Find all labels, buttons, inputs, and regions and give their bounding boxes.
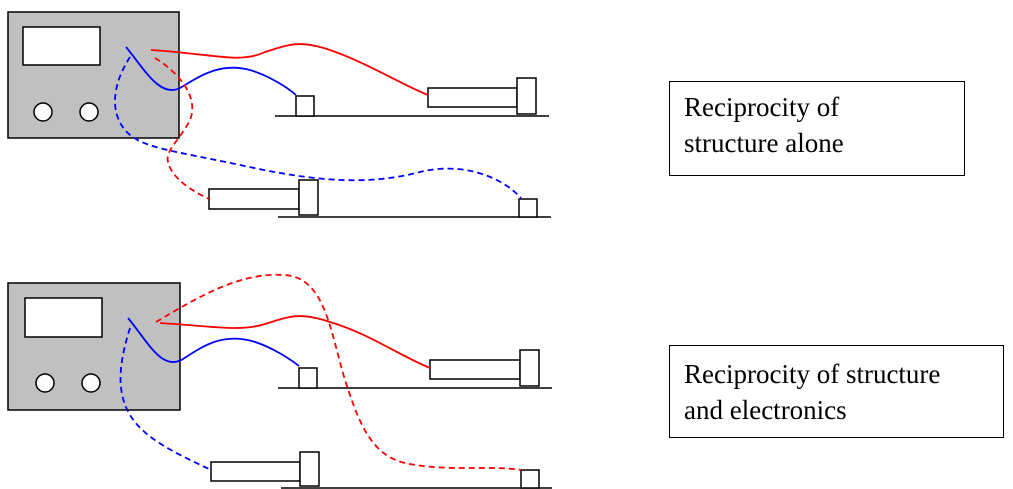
accelerometer-sensor [518, 198, 538, 218]
shaker-exciter [429, 349, 540, 387]
label-reciprocity-structure-and-electronics: Reciprocity of structure and electronics [669, 345, 1004, 438]
instrument-bottom [7, 282, 181, 411]
setup-structure-alone [7, 11, 551, 218]
shaker-exciter [210, 451, 320, 487]
blue-solid-cable [125, 46, 297, 96]
shaker-exciter [427, 77, 537, 115]
blue-dashed-cable [119, 327, 212, 471]
red-solid-cable [159, 315, 431, 369]
knob-icon [33, 102, 53, 122]
label-reciprocity-structure-alone: Reciprocity of structure alone [669, 81, 965, 176]
label-line-2: structure alone [684, 128, 844, 158]
label-line-2: and electronics [684, 395, 847, 425]
setup-structure-and-electronics [7, 273, 552, 489]
accelerometer-sensor [298, 367, 318, 389]
blue-solid-cable [127, 317, 300, 367]
red-solid-cable [150, 43, 429, 96]
knob-icon [81, 373, 101, 393]
knob-icon [79, 102, 99, 122]
blue-dashed-cable [114, 56, 522, 199]
accelerometer-sensor [520, 469, 540, 489]
label-line-1: Reciprocity of structure [684, 359, 941, 389]
instrument-screen [24, 297, 103, 338]
label-line-1: Reciprocity of [684, 92, 840, 122]
instrument-screen [22, 26, 101, 66]
red-dashed-cable [154, 57, 210, 200]
accelerometer-sensor [295, 95, 315, 117]
knob-icon [35, 373, 55, 393]
red-dashed-cable [155, 273, 522, 471]
shaker-exciter [208, 179, 319, 216]
instrument-top [7, 11, 180, 139]
